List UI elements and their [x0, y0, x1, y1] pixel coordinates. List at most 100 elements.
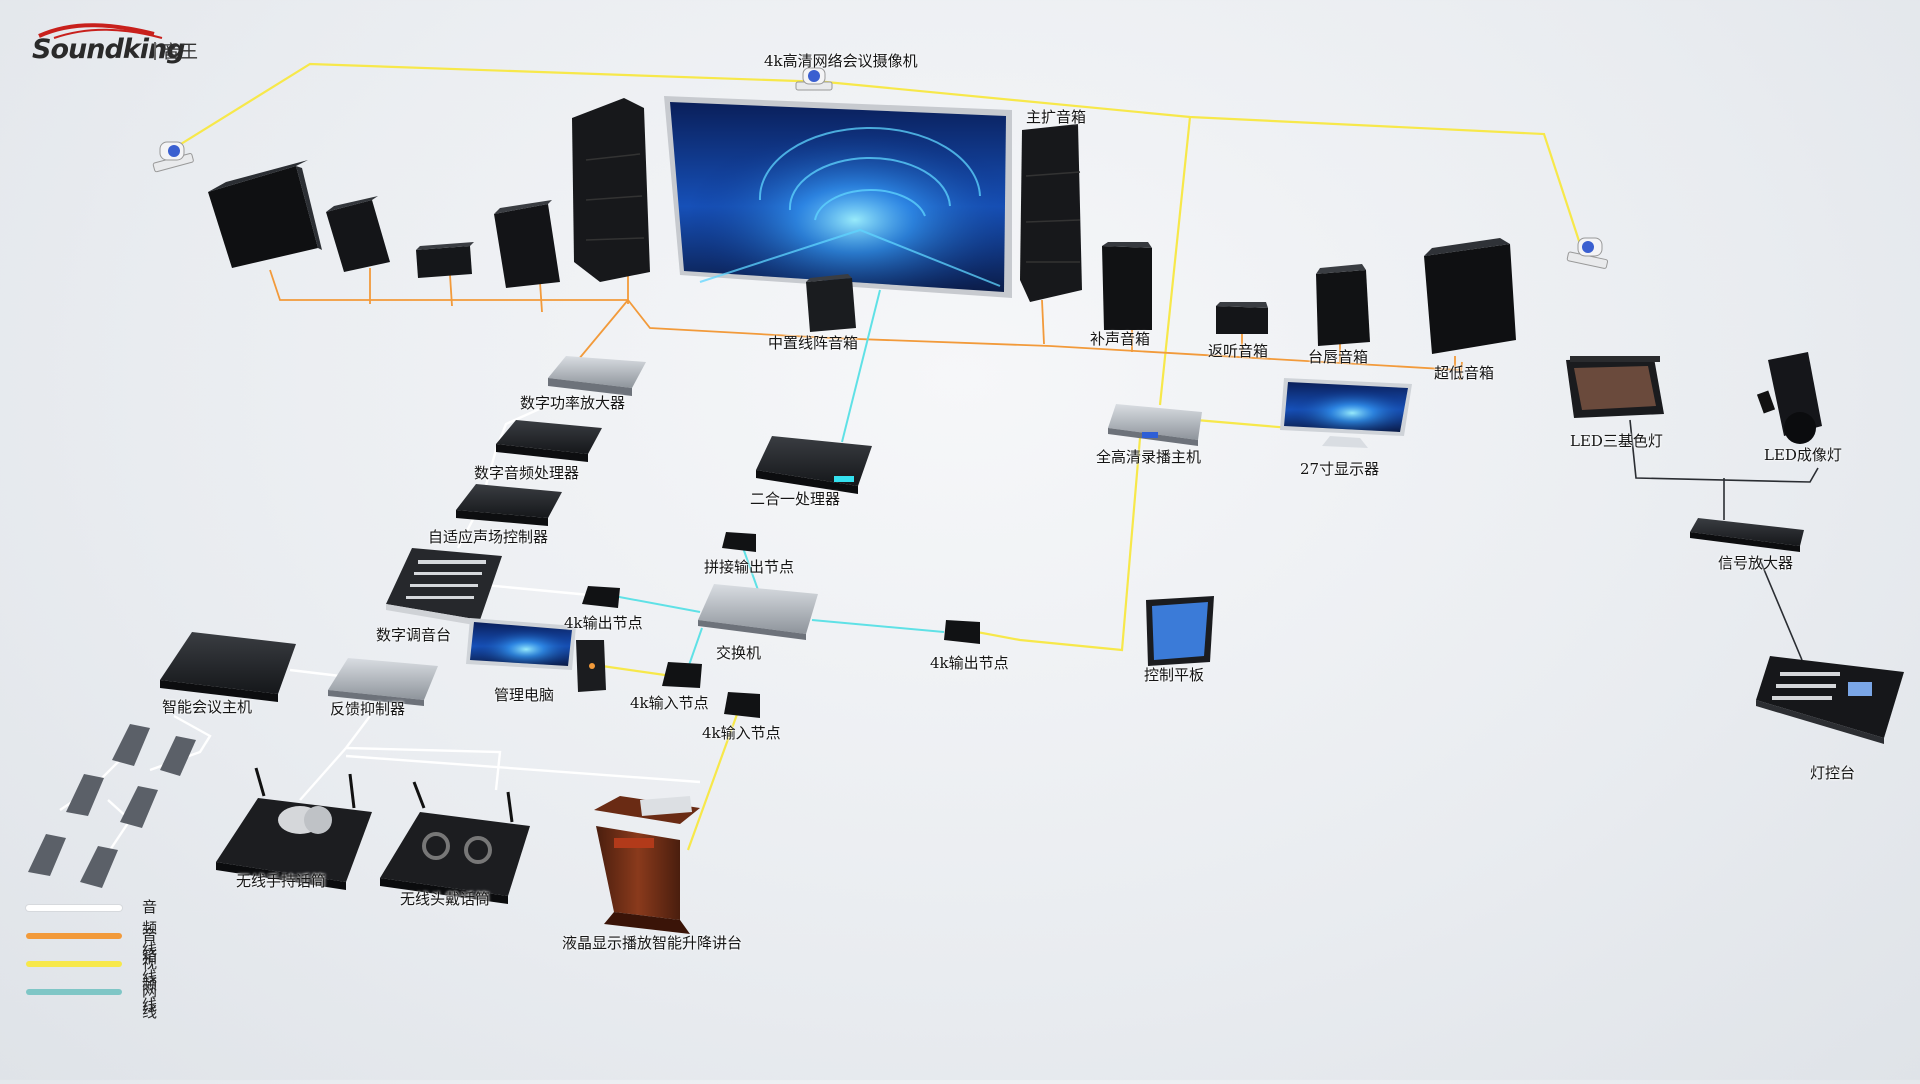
lighting-lines — [1629, 419, 1819, 661]
label-lip-speaker: 台唇音箱 — [1308, 348, 1369, 366]
output-node-left-icon — [582, 586, 620, 608]
camera-left-icon — [152, 141, 194, 173]
label-wireless-headset: 无线头戴话筒 — [400, 890, 491, 908]
brand-logo: Soundking 音王 — [14, 20, 214, 66]
stitch-node-icon — [722, 532, 756, 552]
line-array-right-icon — [1020, 124, 1082, 302]
audio-processor-icon — [496, 420, 602, 462]
label-conference-host: 智能会议主机 — [162, 698, 253, 716]
video-line-pc-input — [601, 664, 673, 678]
label-switch: 交换机 — [716, 644, 762, 662]
wireless-handheld-icon — [216, 767, 372, 890]
speaker-left-2-icon — [326, 196, 390, 272]
video-line-recorder-tablet — [965, 437, 1142, 652]
tablet-icon — [1146, 596, 1214, 666]
logo-text: Soundking — [32, 34, 186, 65]
fill-speaker-icon — [1102, 242, 1152, 330]
wireless-headset-icon — [380, 781, 530, 904]
adaptive-controller-icon — [456, 484, 562, 526]
label-input-node-1: 4k输入节点 — [630, 694, 709, 712]
video-line-recorder-display — [1195, 418, 1291, 430]
label-led-tricolor: LED三基色灯 — [1570, 432, 1663, 450]
label-camera-top: 4k高清网络会议摄像机 — [764, 52, 918, 70]
label-light-console: 灯控台 — [1810, 764, 1856, 782]
video-line-camera-top — [167, 62, 1582, 245]
signal-amp-icon — [1690, 518, 1804, 552]
label-two-in-one: 二合一处理器 — [750, 490, 841, 508]
label-monitor-speaker: 返听音箱 — [1208, 342, 1269, 360]
label-wireless-handheld: 无线手持话筒 — [236, 872, 327, 890]
label-input-node-2: 4k输入节点 — [702, 724, 781, 742]
logo-separator — [154, 42, 156, 60]
switch-icon — [698, 584, 818, 640]
label-fill-speaker: 补声音箱 — [1090, 330, 1151, 348]
label-digital-mixer: 数字调音台 — [376, 626, 452, 644]
video-line-to-recorder — [1158, 116, 1192, 406]
label-output-node-right: 4k输出节点 — [930, 654, 1009, 672]
legend-swatch — [26, 933, 122, 939]
network-lines — [613, 289, 945, 669]
legend-label: 音频线 — [142, 898, 158, 958]
lip-speaker-icon — [1316, 264, 1370, 346]
light-console-icon — [1756, 656, 1904, 744]
legend-label: 音箱线 — [142, 926, 158, 986]
label-led-imaging: LED成像灯 — [1764, 446, 1842, 464]
label-audio-processor: 数字音频处理器 — [474, 464, 580, 482]
label-adaptive-controller: 自适应声场控制器 — [428, 528, 549, 546]
label-center-array: 中置线阵音箱 — [768, 334, 859, 352]
label-stitch-node: 拼接输出节点 — [704, 558, 795, 576]
lectern-icon — [594, 796, 700, 934]
label-feedback-suppressor: 反馈抑制器 — [330, 700, 406, 718]
legend-label: 网线 — [142, 982, 158, 1021]
label-tablet: 控制平板 — [1144, 666, 1205, 684]
label-subwoofer: 超低音箱 — [1434, 364, 1495, 382]
led-tricolor-icon — [1566, 356, 1664, 418]
conference-mics-icon — [28, 724, 196, 888]
led-imaging-icon — [1756, 352, 1822, 444]
monitor-speaker-icon — [1216, 302, 1268, 334]
label-output-node-left: 4k输出节点 — [564, 614, 643, 632]
label-power-amp: 数字功率放大器 — [520, 394, 626, 412]
input-node-1-icon — [662, 662, 702, 688]
label-main-speaker: 主扩音箱 — [1026, 108, 1087, 126]
speaker-left-3-icon — [494, 200, 560, 288]
power-amp-icon — [548, 356, 646, 396]
legend-swatch — [26, 989, 122, 995]
label-signal-amp: 信号放大器 — [1718, 554, 1794, 572]
label-display-27: 27寸显示器 — [1300, 460, 1380, 478]
net-switch-input — [687, 627, 703, 669]
digital-mixer-icon — [386, 548, 502, 626]
legend-swatch — [26, 961, 122, 967]
management-pc-icon — [466, 618, 606, 692]
speaker-line-to-amp — [577, 299, 629, 361]
input-node-2-icon — [724, 692, 760, 718]
center-array-icon — [806, 274, 856, 332]
video-line-lectern — [686, 705, 742, 851]
legend-label: 视频线 — [142, 954, 158, 1014]
legend-swatch — [26, 905, 122, 911]
net-screen-processor — [841, 289, 881, 443]
label-recorder: 全高清录播主机 — [1096, 448, 1202, 466]
net-switch-right-node — [811, 619, 945, 633]
camera-right-icon — [1566, 237, 1609, 269]
logo-swoosh-icon — [38, 23, 163, 39]
subwoofer-left-icon — [208, 160, 322, 268]
two-in-one-processor-icon — [756, 436, 872, 494]
subwoofer-right-icon — [1424, 238, 1516, 354]
feedback-suppressor-icon — [328, 658, 438, 706]
label-management-pc: 管理电脑 — [494, 686, 555, 704]
camera-top-icon — [795, 67, 833, 91]
logo-text-cn: 音王 — [162, 42, 198, 63]
monitor-left-icon — [416, 242, 474, 278]
conference-host-icon — [160, 632, 296, 702]
video-lines — [167, 62, 1582, 851]
net-stitch-switch — [741, 544, 759, 591]
speaker-bus — [269, 269, 1461, 371]
label-lectern: 液晶显示播放智能升降讲台 — [562, 934, 743, 952]
output-node-right-icon — [944, 620, 980, 644]
recorder-icon — [1108, 404, 1202, 446]
led-screen — [664, 96, 1012, 298]
net-left-node-switch — [613, 595, 701, 613]
